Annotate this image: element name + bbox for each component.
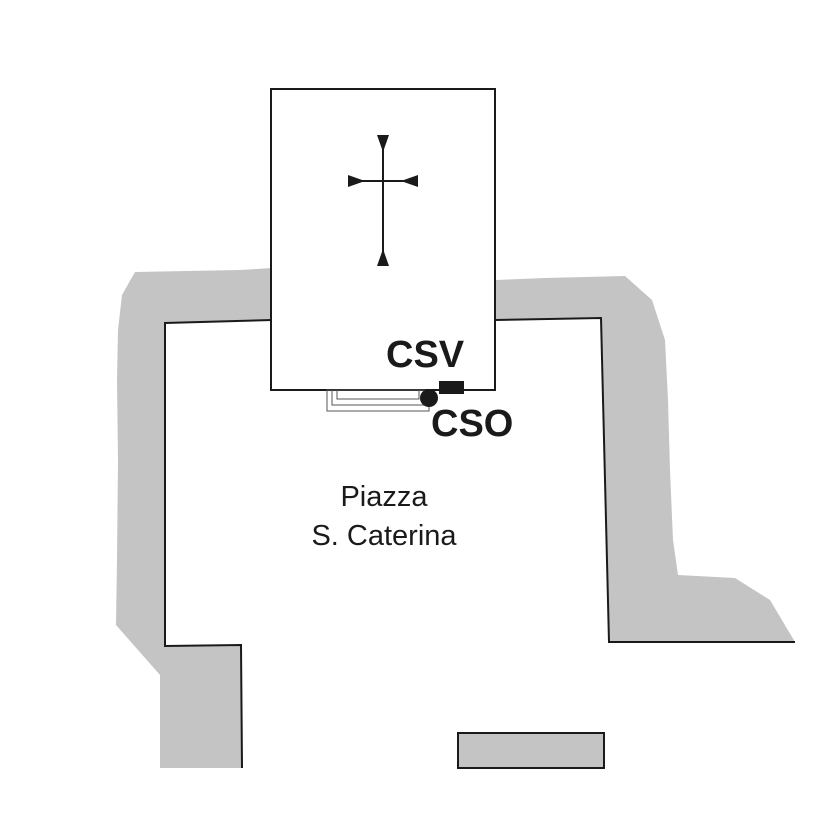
square-name-line2: S. Caterina <box>311 520 457 552</box>
csv-label: CSV <box>386 334 465 376</box>
building-right-wing <box>495 276 795 642</box>
square-name-line1: Piazza <box>340 481 428 513</box>
cso-label: CSO <box>431 403 513 445</box>
csv-marker-icon <box>439 381 464 394</box>
building-bottom-block <box>457 732 605 769</box>
church-steps <box>326 389 430 412</box>
cross-icon <box>348 135 418 266</box>
building-right-wing-outline <box>494 316 795 643</box>
building-left-wing <box>116 268 272 768</box>
cso-marker-icon <box>420 389 438 407</box>
building-left-wing-outline <box>164 319 273 769</box>
